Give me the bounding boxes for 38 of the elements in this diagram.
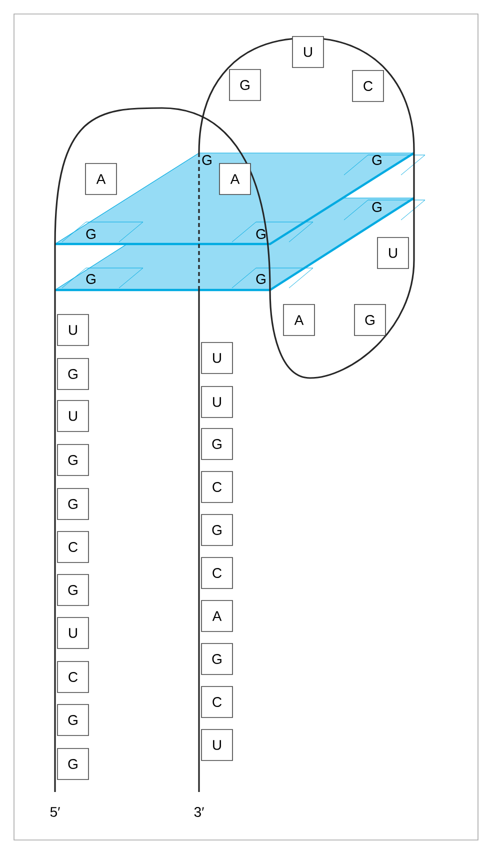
nucleotide-box: C — [201, 557, 233, 589]
nucleotide-box: G — [57, 704, 89, 736]
base-label: G — [256, 274, 266, 284]
nucleotide-box: A — [201, 600, 233, 632]
nucleotide-box: G — [57, 444, 89, 476]
nucleotide-box: G — [57, 358, 89, 390]
nucleotide-box: G — [57, 488, 89, 520]
nucleotide-box: U — [292, 36, 324, 68]
nucleotide-box: U — [201, 386, 233, 418]
base-label: G — [202, 155, 212, 165]
nucleotide-box: U — [57, 617, 89, 649]
nucleotide-box: G — [354, 304, 386, 336]
nucleotide-box: C — [201, 686, 233, 718]
nucleotide-box: U — [57, 400, 89, 432]
nucleotide-box: U — [57, 314, 89, 346]
nucleotide-box: G — [201, 514, 233, 546]
nucleotide-box: G — [201, 643, 233, 675]
nucleotide-box: U — [377, 237, 409, 269]
nucleotide-box: A — [283, 304, 315, 336]
nucleotide-box: U — [201, 729, 233, 761]
base-label: G — [86, 229, 96, 239]
nucleotide-box: A — [85, 163, 117, 195]
base-label: G — [372, 155, 382, 165]
base-label: G — [372, 202, 382, 212]
base-label: G — [256, 229, 266, 239]
nucleotide-box: G — [57, 574, 89, 606]
nucleotide-box: C — [57, 661, 89, 693]
nucleotide-box: A — [219, 163, 251, 195]
nucleotide-box: C — [57, 531, 89, 563]
base-label: 5′ — [50, 807, 60, 817]
nucleotide-box: U — [201, 342, 233, 374]
nucleotide-box: G — [229, 69, 261, 101]
nucleotide-box: C — [201, 471, 233, 503]
nucleotide-box: G — [201, 428, 233, 460]
base-label: G — [86, 274, 96, 284]
nucleotide-box: G — [57, 748, 89, 780]
base-label: 3′ — [194, 807, 204, 817]
nucleotide-box: C — [352, 70, 384, 102]
